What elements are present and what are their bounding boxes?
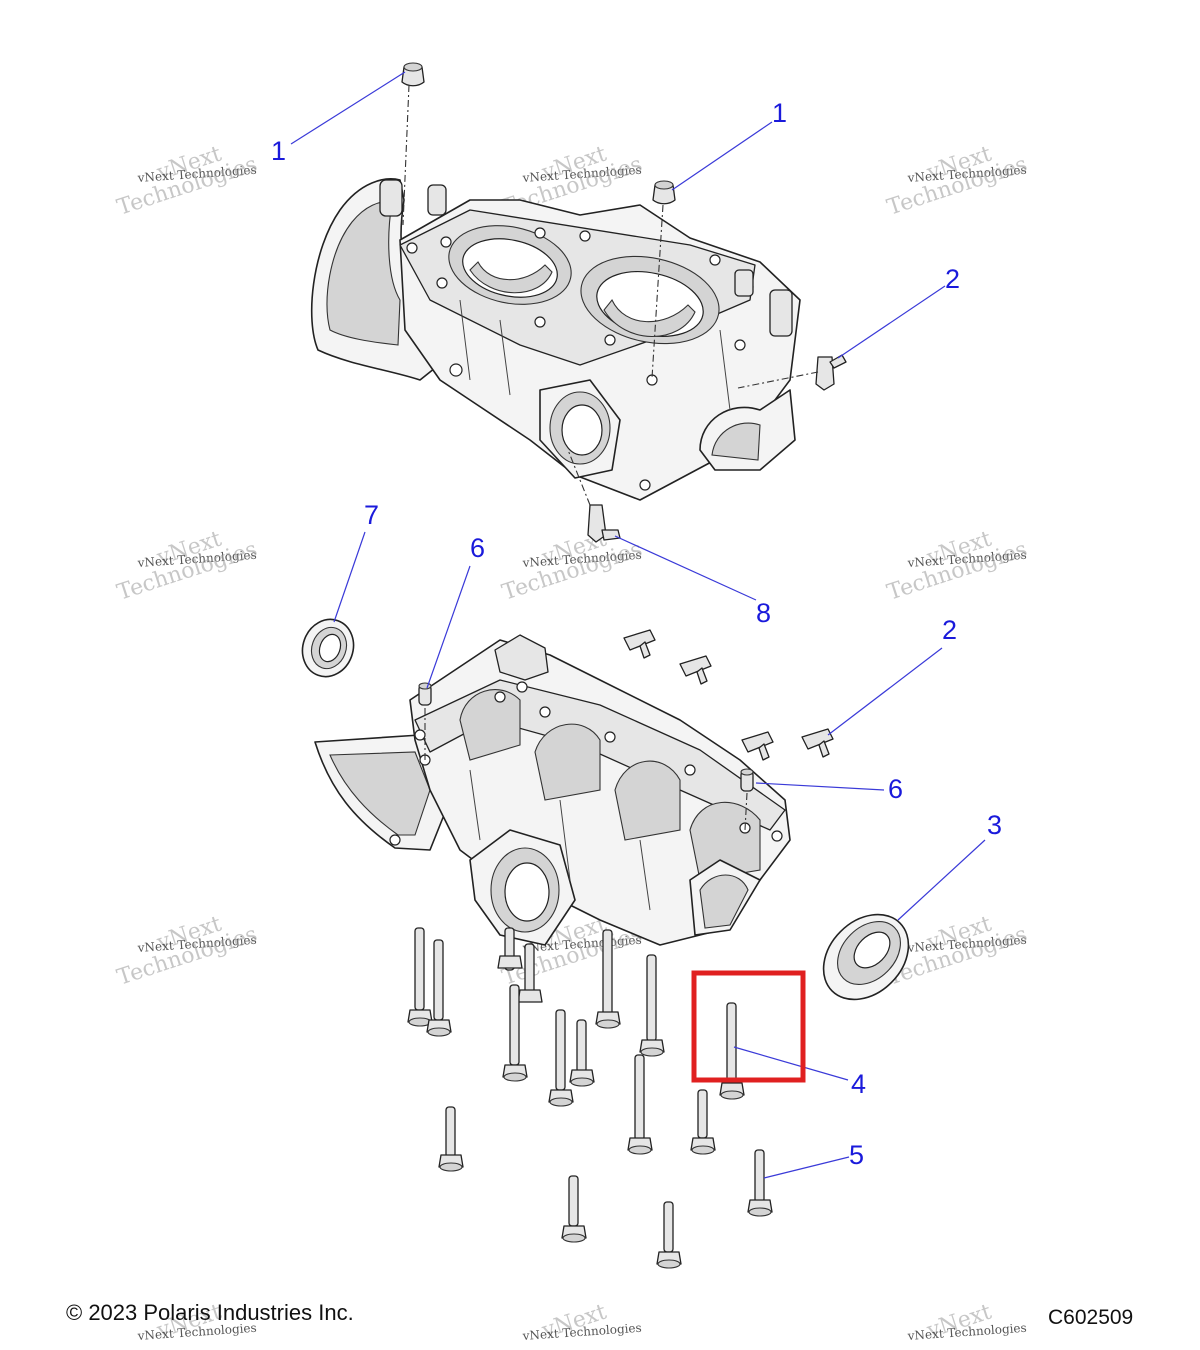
bolt-part bbox=[548, 1009, 574, 1107]
fitting-part bbox=[623, 629, 656, 659]
bolt-part bbox=[719, 1002, 745, 1100]
dowel-part bbox=[740, 768, 754, 792]
seal-part bbox=[301, 618, 355, 678]
figure-code: C602509 bbox=[1048, 1306, 1134, 1329]
bolt-part bbox=[595, 929, 621, 1029]
watermark: vNext vNext Technologies Technologies bbox=[884, 527, 1030, 606]
watermark: vNext vNext Technologies Technologies bbox=[114, 142, 260, 221]
lower-crankcase bbox=[314, 634, 791, 946]
callout-2: 2 bbox=[945, 264, 960, 294]
callouts: 1 1 2 7 6 8 2 6 3 4 5 bbox=[271, 98, 1002, 1170]
callout-5: 5 bbox=[849, 1140, 864, 1170]
callout-7: 7 bbox=[364, 500, 379, 530]
fitting-part bbox=[815, 354, 847, 391]
bolt-part bbox=[561, 1175, 587, 1243]
callout-2: 2 bbox=[942, 615, 957, 645]
fitting-part bbox=[801, 728, 834, 758]
bolt-part bbox=[438, 1106, 464, 1172]
watermark: vNext vNext Technologies Technologies bbox=[114, 912, 260, 991]
watermark: vNext vNext Technologies Technologies bbox=[114, 527, 260, 606]
watermark-name: vNext Technologies bbox=[521, 1321, 642, 1343]
bolt-part bbox=[639, 954, 665, 1057]
fitting-part bbox=[679, 655, 712, 685]
fitting-part bbox=[741, 731, 774, 761]
callout-4: 4 bbox=[851, 1069, 866, 1099]
callout-6: 6 bbox=[888, 774, 903, 804]
bolt-part bbox=[747, 1149, 773, 1217]
dowel-part bbox=[418, 682, 432, 706]
callout-1: 1 bbox=[271, 136, 286, 166]
fitting-part bbox=[587, 504, 621, 543]
copyright-notice: © 2023 Polaris Industries Inc. bbox=[66, 1300, 354, 1325]
bolt-part bbox=[656, 1201, 682, 1269]
callout-6: 6 bbox=[470, 533, 485, 563]
bolt-part bbox=[426, 939, 452, 1037]
callout-8: 8 bbox=[756, 598, 771, 628]
plug-part bbox=[401, 62, 425, 87]
upper-crankcase bbox=[310, 178, 801, 501]
bolt-part bbox=[497, 927, 523, 971]
watermark: vNext vNext Technologies bbox=[521, 1300, 642, 1345]
leader-lines bbox=[290, 71, 986, 1179]
callout-1: 1 bbox=[772, 98, 787, 128]
bolt-part bbox=[569, 1019, 595, 1087]
callout-3: 3 bbox=[987, 810, 1002, 840]
bolt-part bbox=[517, 943, 543, 1003]
plug-part bbox=[652, 180, 676, 205]
bolt-group bbox=[407, 927, 773, 1269]
watermark: vNext vNext Technologies Technologies bbox=[499, 527, 645, 606]
bolt-part bbox=[690, 1089, 716, 1155]
seal-part bbox=[822, 913, 910, 1001]
watermark: vNext vNext Technologies Technologies bbox=[884, 142, 1030, 221]
highlight-box bbox=[691, 970, 806, 1083]
watermark-name: vNext Technologies bbox=[906, 1321, 1027, 1343]
watermark: vNext vNext Technologies bbox=[906, 1300, 1027, 1345]
bolt-part bbox=[407, 927, 433, 1027]
bolt-part bbox=[627, 1054, 653, 1155]
bolt-part bbox=[502, 984, 528, 1082]
center-lines bbox=[402, 84, 819, 831]
